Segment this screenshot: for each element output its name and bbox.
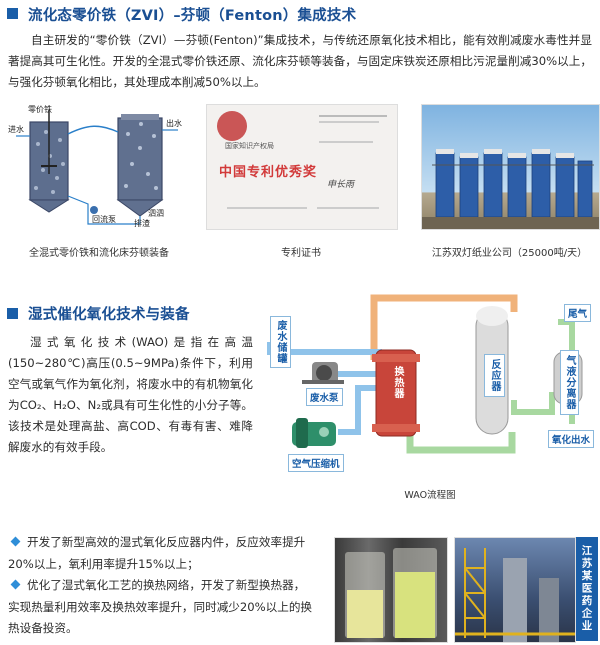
label-gas-liquid-separator: 气液分离器 bbox=[560, 350, 579, 415]
label-outlet: 出水 bbox=[166, 119, 182, 128]
label-waste-pump: 废水泵 bbox=[306, 388, 343, 406]
equipment-diagram: 零价铁 进水 出水 回流泵 泗泗 排渣 bbox=[8, 104, 190, 228]
patent-signature: 申长雨 bbox=[327, 180, 355, 190]
label-zvi: 零价铁 bbox=[28, 105, 52, 114]
section2-paragraph: 湿式氧化技术(WAO)是指在高温(150~280℃)高压(0.5~9MPa)条件… bbox=[8, 335, 253, 454]
pharma-plant-photo bbox=[454, 537, 576, 643]
patent-award-text: 中国专利优秀奖 bbox=[219, 165, 318, 180]
patent-office-logo bbox=[217, 111, 247, 141]
caption-equipment: 全混式零价铁和流化床芬顿装备 bbox=[29, 248, 169, 259]
label-waste-tank: 废水储罐 bbox=[270, 316, 291, 368]
caption-patent: 专利证书 bbox=[281, 248, 321, 259]
section1-paragraph: 自主研发的“零价铁（ZVI）—芬顿(Fenton)”集成技术，与传统还原氧化技术… bbox=[8, 33, 592, 89]
caption-paper-company: 江苏双灯纸业公司（25000吨/天） bbox=[431, 248, 588, 259]
patent-office-name: 国家知识产权局 bbox=[225, 142, 274, 150]
bullet-text: 开发了新型高效的湿式氧化反应器内件，反应效率提升20%以上，氧利用率提升15%以… bbox=[8, 535, 306, 571]
bullet-diamond-icon bbox=[10, 579, 21, 590]
label-inlet: 进水 bbox=[8, 125, 24, 134]
section-marker bbox=[7, 8, 18, 19]
bullet-text: 优化了湿式氧化工艺的换热网络，开发了新型换热器，实现热量利用效率及换热效率提升，… bbox=[8, 578, 313, 635]
bullet-item: 开发了新型高效的湿式氧化反应器内件，反应效率提升20%以上，氧利用率提升15%以… bbox=[8, 532, 316, 575]
caption-wao-flow: WAO流程图 bbox=[404, 490, 456, 501]
section2-title: 湿式催化氧化技术与装备 bbox=[28, 307, 190, 323]
section1-title: 流化态零价铁（ZVI）–芬顿（Fenton）集成技术 bbox=[28, 8, 357, 24]
label-oxidized-effluent: 氧化出水 bbox=[548, 430, 595, 448]
wao-flow-diagram: 废水储罐 废水泵 换热器 反应器 尾气 气液分离器 氧化出水 空气压缩机 bbox=[262, 292, 598, 478]
patent-certificate-photo: 国家知识产权局 中国专利优秀奖 申长雨 bbox=[206, 104, 398, 230]
label-tail-gas: 尾气 bbox=[564, 304, 592, 322]
label-drain: 排渣 bbox=[134, 219, 150, 228]
industrial-towers-photo bbox=[421, 104, 600, 230]
bullet-list: 开发了新型高效的湿式氧化反应器内件，反应效率提升20%以上，氧利用率提升15%以… bbox=[8, 532, 316, 640]
side-label-text: 江苏某医药企业 bbox=[580, 545, 593, 633]
sample-bottles-photo bbox=[334, 537, 448, 643]
side-label-bar: 江苏某医药企业 bbox=[576, 537, 598, 641]
bullet-item: 优化了湿式氧化工艺的换热网络，开发了新型换热器，实现热量利用效率及换热效率提升，… bbox=[8, 575, 316, 640]
section-marker bbox=[7, 308, 18, 319]
label-air-compressor: 空气压缩机 bbox=[288, 454, 344, 472]
label-heat-exchanger: 换热器 bbox=[392, 366, 403, 399]
label-return-pump: 回流泵 bbox=[92, 215, 116, 224]
bullet-diamond-icon bbox=[10, 536, 21, 547]
label-reactor: 反应器 bbox=[484, 354, 505, 397]
label-bottom: 泗泗 bbox=[148, 209, 164, 218]
